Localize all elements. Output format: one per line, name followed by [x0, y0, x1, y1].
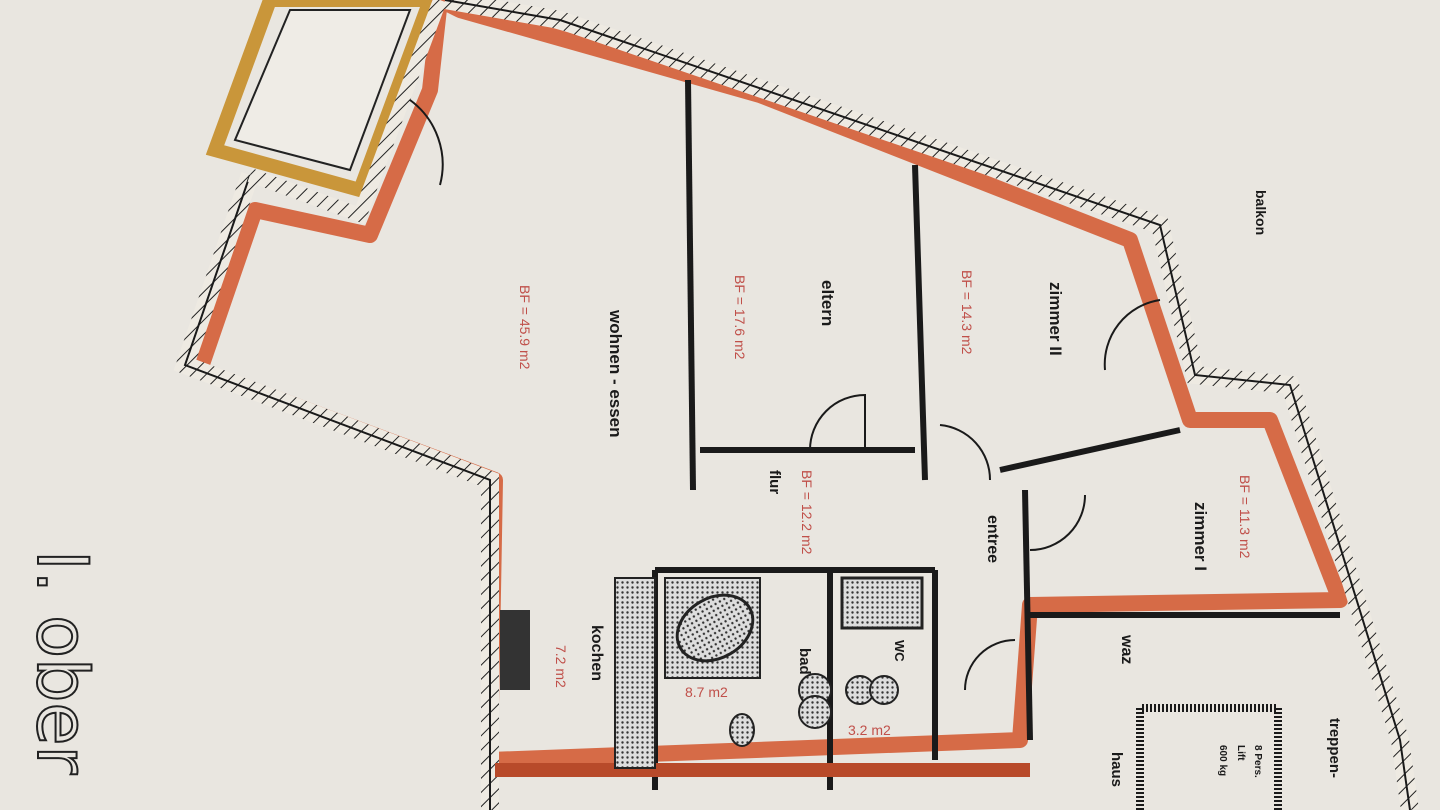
room-name-entree: entree [984, 515, 1001, 563]
room-area-wc: 3.2 m2 [848, 722, 891, 738]
room-area-bad: 8.7 m2 [685, 684, 728, 700]
room-name-waz: waz [1118, 634, 1135, 664]
balcony-top-left [205, 0, 438, 199]
bathroom-fixtures [500, 576, 924, 769]
lift-label: Lift [1235, 745, 1246, 761]
doors [409, 99, 1161, 691]
room-name-bad: bad [796, 648, 813, 675]
room-name-zimmer-ii: zimmer II [1046, 282, 1065, 356]
room-area-wohnen-essen: BF = 45.9 m2 [517, 285, 533, 370]
room-name-wohnen-essen: wohnen - essen [606, 309, 625, 438]
room-area-zimmer-i: BF = 11.3 m2 [1237, 475, 1253, 559]
room-name-wc: WC [892, 640, 907, 662]
room-area-flur: BF = 12.2 m2 [799, 470, 815, 555]
lift-capacity-persons: 8 Pers. [1252, 745, 1263, 778]
room-name-balkon: balkon [1253, 190, 1269, 235]
interior-walls [495, 79, 1340, 790]
room-area-kochen: 7.2 m2 [553, 645, 569, 688]
room-name-flur: flur [766, 470, 783, 494]
room-labels: wohnen - essen BF = 45.9 m2 eltern BF = … [517, 190, 1343, 787]
room-name-kochen: kochen [588, 625, 605, 681]
room-name-eltern: eltern [818, 280, 837, 326]
exterior-walls [173, 0, 1419, 810]
lift-capacity-kg: 600 kg [1217, 745, 1228, 776]
room-name-zimmer-i: zimmer I [1191, 502, 1210, 571]
floor-title: I. ober [21, 550, 103, 774]
room-name-treppen: treppen- [1326, 718, 1343, 778]
room-area-zimmer-ii: BF = 14.3 m2 [959, 270, 975, 355]
room-name-haus: haus [1108, 752, 1125, 787]
room-area-eltern: BF = 17.6 m2 [732, 275, 748, 360]
